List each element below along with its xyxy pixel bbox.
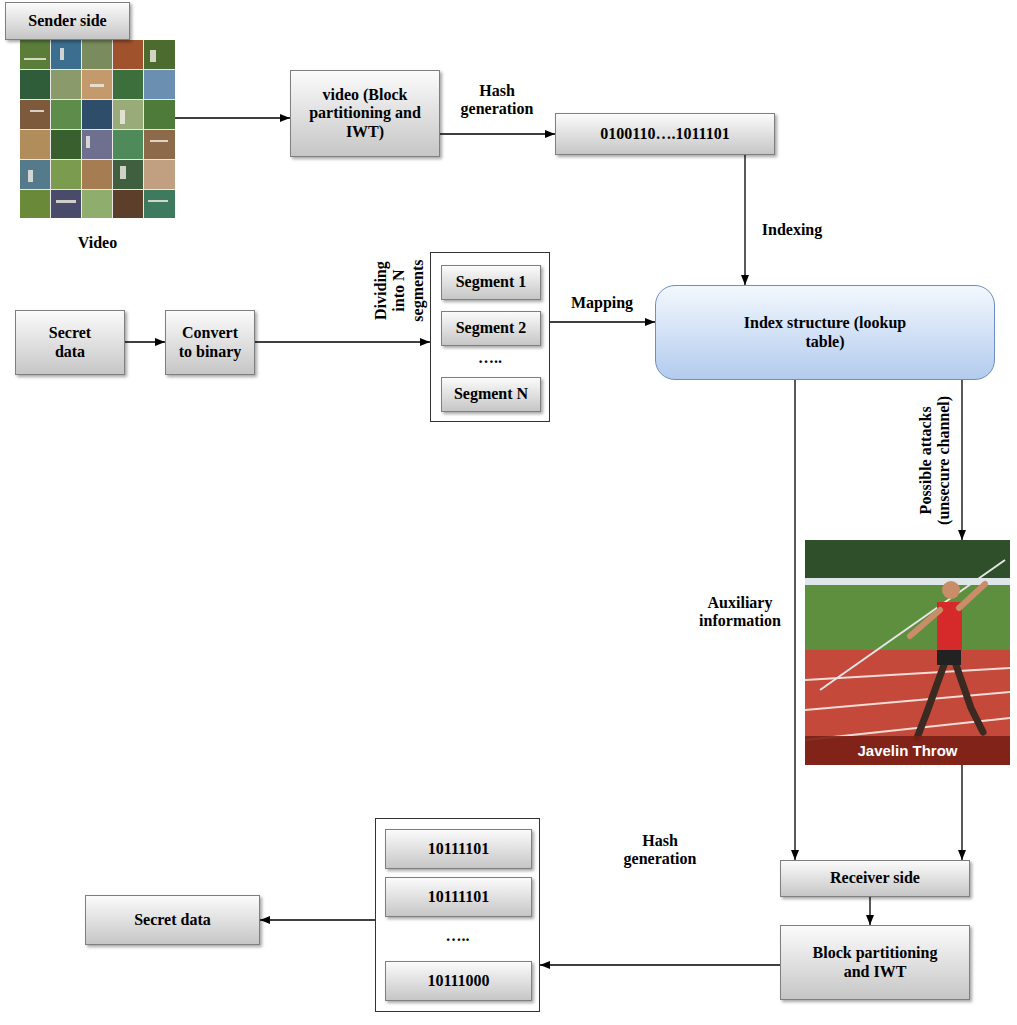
grid-ground <box>20 40 175 218</box>
arrow-connector <box>540 964 780 965</box>
box-text: video (Block partitioning and IWT) <box>297 86 433 141</box>
edge-label: Mapping <box>557 294 647 312</box>
box-text: Sender side <box>28 12 106 30</box>
side-label-box: Receiver side <box>780 860 970 897</box>
edge-label: Hash generation <box>456 82 538 119</box>
arrow-connector <box>869 897 870 925</box>
video-thumbnails <box>20 40 175 218</box>
box-text: Video <box>78 234 117 252</box>
javelin-photo <box>805 540 1010 765</box>
ellipsis-text: ….. <box>376 927 539 945</box>
arrow-connector <box>744 155 745 285</box>
javelin <box>820 560 1005 690</box>
hash-box: 10111101 <box>385 829 532 869</box>
box-text: Convert to binary <box>174 324 246 361</box>
box-text: 10111101 <box>428 840 489 858</box>
video-frames: Video <box>20 40 175 252</box>
edge-label: Auxiliary information <box>693 594 787 631</box>
arrow-connector <box>440 133 555 134</box>
arrow-connector <box>255 341 430 342</box>
grass <box>805 540 1010 765</box>
box-text: Segment 1 <box>456 273 527 291</box>
box-text: 0100110….1011101 <box>600 125 729 143</box>
arrow-connector <box>175 117 290 118</box>
edge-label: Possible attacks (unsecure channel) <box>917 384 954 536</box>
thumbnail-details <box>24 48 168 203</box>
box-text: Segment 2 <box>456 319 527 337</box>
box-text: Receiver side <box>830 869 920 887</box>
arrow-connector <box>550 321 655 322</box>
stands <box>805 540 1010 578</box>
arrow-connector <box>961 380 962 540</box>
process-box: Convert to binary <box>165 310 255 375</box>
edge-label: Indexing <box>752 221 832 239</box>
process-box: Block partitioning and IWT <box>780 925 970 1000</box>
ellipsis-text: ….. <box>431 349 549 367</box>
box-text: Block partitioning and IWT <box>800 944 950 981</box>
box-text: Javelin Throw <box>857 742 957 759</box>
box-text: Index structure (lookup table) <box>740 314 910 351</box>
arrow-connector <box>260 919 375 920</box>
box-text: Secret data <box>134 911 211 929</box>
input-box: Secret data <box>15 310 125 375</box>
hash-box: 0100110….1011101 <box>555 113 775 155</box>
segment-box: Segment N <box>441 377 541 412</box>
arrow-connector <box>125 341 165 342</box>
caption-band <box>805 736 1010 765</box>
box-text: Segment N <box>454 385 528 403</box>
segment-box: Segment 2 <box>441 311 541 346</box>
stego-frame: Javelin Throw <box>805 540 1010 765</box>
hash-box: 10111000 <box>385 961 532 1001</box>
thumbnails <box>20 40 175 218</box>
hash-group: 10111101 10111101 10111000 ….. <box>375 818 540 1012</box>
athlete-head <box>942 581 960 599</box>
arrow-connector <box>794 380 795 860</box>
arrow-connector <box>961 765 962 860</box>
output-box: Secret data <box>85 895 260 945</box>
side-label-box: Sender side <box>5 2 130 40</box>
box-text: Secret data <box>40 324 100 361</box>
box-text: 10111000 <box>427 972 489 990</box>
hash-box: 10111101 <box>385 877 532 917</box>
edge-label: Hash generation <box>619 832 701 869</box>
box-text: 10111101 <box>428 888 489 906</box>
track <box>805 650 1010 765</box>
athlete-legs <box>917 662 983 738</box>
segment-box: Segment 1 <box>441 265 541 300</box>
index-table: Index structure (lookup table) <box>655 285 995 380</box>
edge-label: Dividing into N segments <box>372 250 427 330</box>
segment-group: Segment 1 Segment 2 Segment N ….. <box>430 252 550 422</box>
process-box: video (Block partitioning and IWT) <box>290 70 440 157</box>
